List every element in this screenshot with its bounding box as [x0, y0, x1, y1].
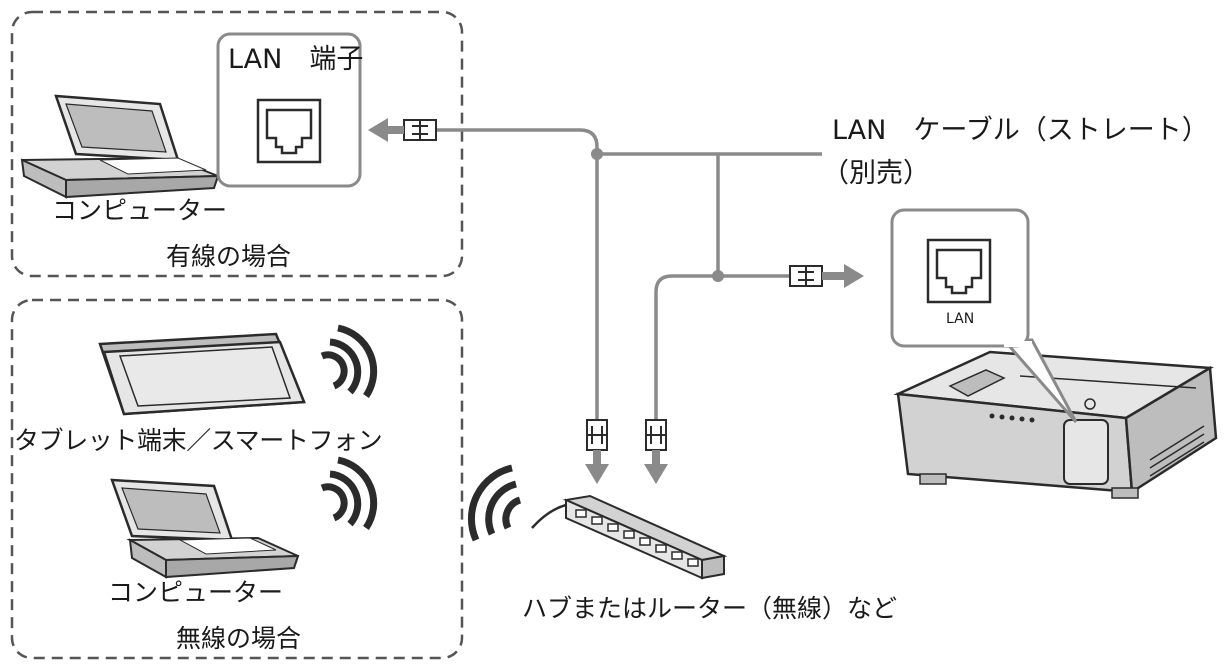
cable-junction-top	[591, 148, 603, 160]
hub-wifi-icon	[467, 464, 522, 542]
cable-junction-bottom	[712, 270, 724, 282]
tablet-icon	[98, 332, 306, 416]
wireless-section-caption: 無線の場合	[176, 624, 302, 653]
tablet-label: タブレット端末／スマートフォン	[14, 426, 383, 455]
hub-router-icon	[531, 494, 728, 580]
arrow-down-icon-1	[585, 450, 609, 484]
arrow-down-icon-2	[644, 450, 668, 484]
cable-connector-hub-1	[586, 419, 608, 451]
lan-cable-network	[436, 128, 822, 420]
lan-cable-label: LAN ケーブル（ストレート）	[832, 115, 1209, 146]
lan-cable-note: （別売）	[822, 158, 930, 189]
laptop-wifi-icon	[320, 456, 378, 530]
projector-icon	[893, 350, 1218, 499]
cable-to-computer	[436, 128, 599, 420]
hub-router-label: ハブまたはルーター（無線）など	[522, 594, 898, 623]
wired-section-caption: 有線の場合	[166, 242, 292, 271]
wireless-laptop-icon	[110, 478, 300, 579]
wireless-section-frame	[10, 298, 464, 660]
tablet-wifi-icon	[320, 324, 378, 398]
wired-section-frame	[10, 10, 464, 278]
wired-laptop-icon	[20, 94, 220, 199]
wired-computer-label: コンピューター	[52, 196, 228, 225]
wired-lan-port-label: LAN 端子	[228, 44, 364, 75]
wired-lan-port-icon	[256, 98, 322, 164]
cable-to-projector	[654, 274, 790, 420]
projector-lan-port-icon	[926, 238, 992, 304]
cable-connector-hub-2	[645, 419, 667, 451]
cable-connector-wired	[403, 119, 437, 141]
projector-lan-label: LAN	[946, 311, 975, 327]
arrow-right-icon	[822, 264, 864, 288]
wireless-computer-label: コンピューター	[108, 578, 284, 607]
arrow-left-icon	[368, 118, 404, 142]
cable-connector-projector	[789, 265, 823, 287]
